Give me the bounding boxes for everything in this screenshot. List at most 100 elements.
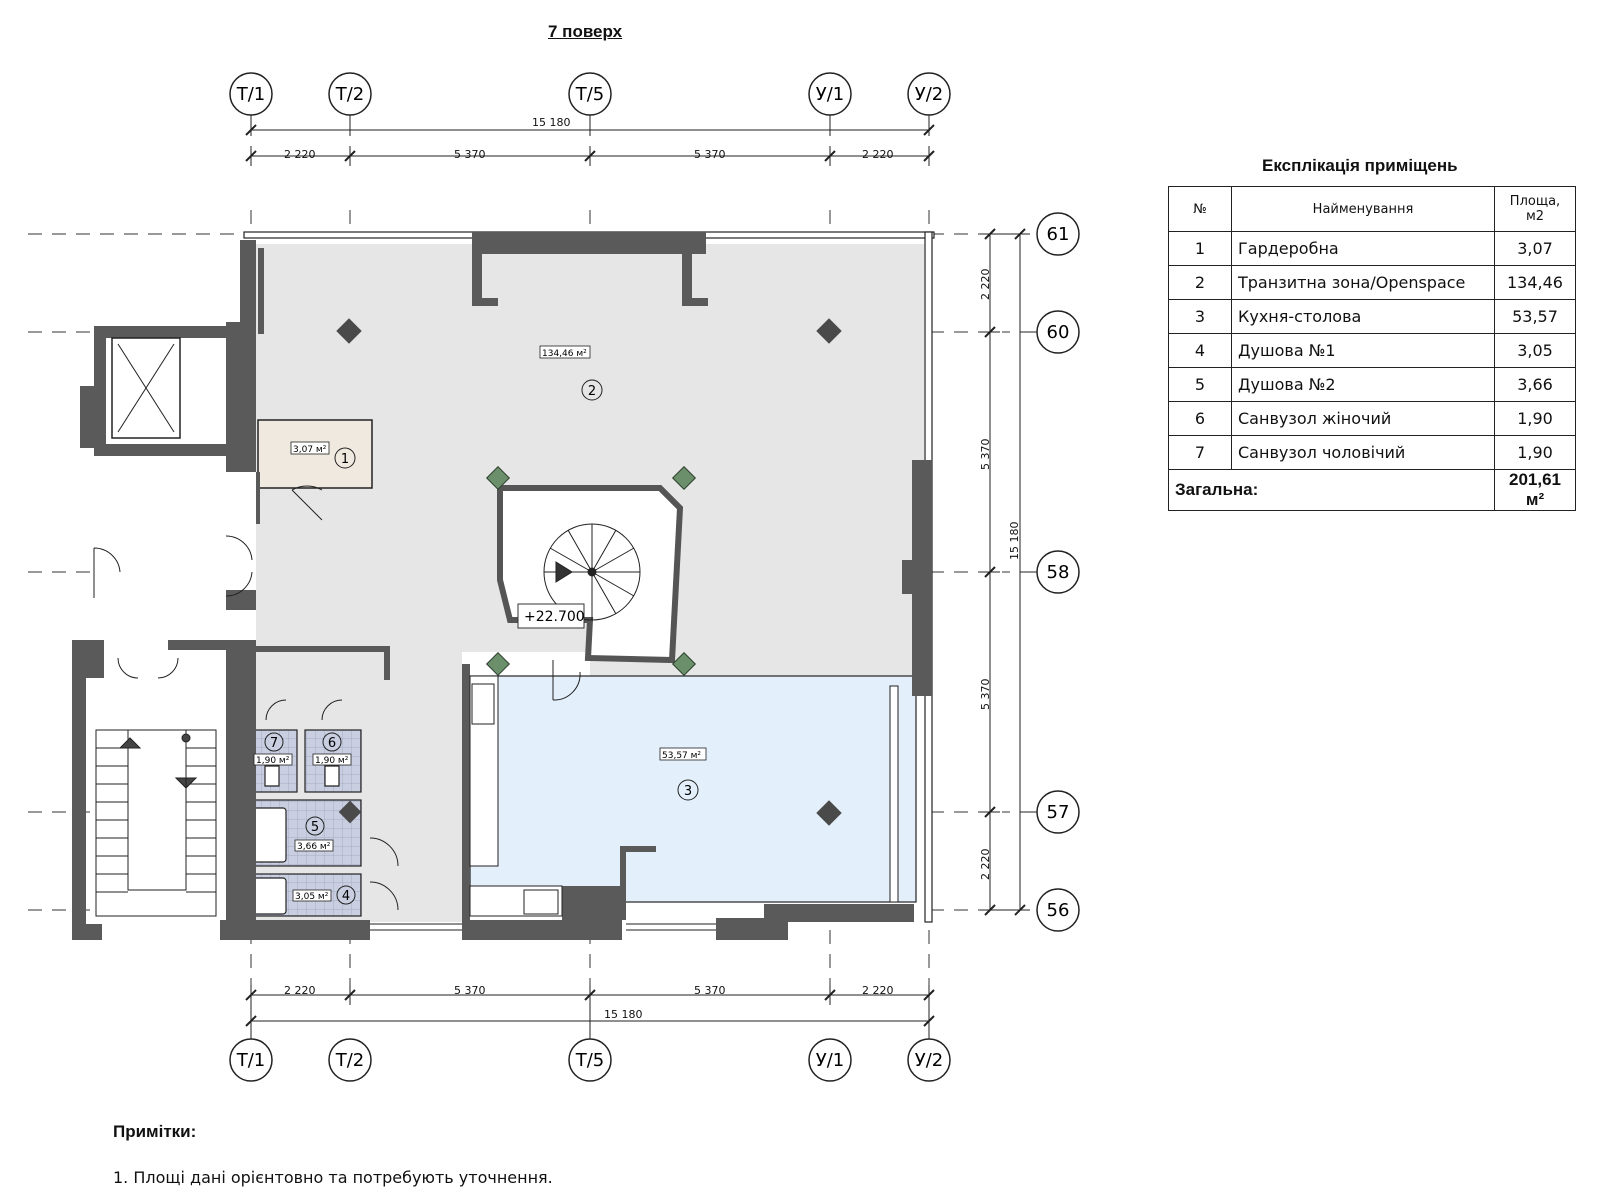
row-num: 2 — [1168, 265, 1232, 300]
dim-right-3: 5 370 — [979, 679, 992, 711]
total-value: 201,61 м² — [1494, 469, 1576, 511]
table-row: 3 Кухня-столова 53,57 — [1168, 299, 1576, 334]
dim-right-4: 2 220 — [979, 849, 992, 881]
total-label: Загальна: — [1168, 469, 1495, 511]
row-name: Душова №2 — [1231, 367, 1495, 402]
room-3-area: 53,57 м² — [662, 751, 701, 761]
columns — [336, 318, 842, 826]
table-row: 1 Гардеробна 3,07 — [1168, 231, 1576, 266]
windows — [370, 923, 716, 931]
table-header-row: № Найменування Площа, м2 — [1168, 186, 1576, 232]
table-row: 6 Санвузол жіночий 1,90 — [1168, 401, 1576, 436]
row-num: 7 — [1168, 435, 1232, 470]
dim-top-1: 2 220 — [284, 148, 316, 161]
axis-right-1: 61 — [1047, 224, 1070, 245]
table-total-row: Загальна: 201,61 м² — [1168, 469, 1576, 511]
axis-right-4: 57 — [1047, 802, 1070, 823]
room-5-area-box — [294, 839, 334, 852]
axis-bottom-1: Т/1 — [236, 1050, 266, 1071]
axis-bubbles-top — [229, 72, 951, 116]
kitchen-floor — [469, 675, 917, 903]
dim-right-total: 15 180 — [1008, 522, 1021, 561]
dim-bottom-4: 2 220 — [862, 984, 894, 997]
floor-plan: 15 180 2 220 5 370 5 370 2 220 2 220 5 3… — [28, 72, 1080, 1082]
table-row: 7 Санвузол чоловічий 1,90 — [1168, 435, 1576, 470]
row-num: 4 — [1168, 333, 1232, 368]
room-5-area: 3,66 м² — [297, 842, 331, 852]
room-4-area: 3,05 м² — [295, 892, 329, 902]
row-num: 5 — [1168, 367, 1232, 402]
axis-top-1: Т/1 — [236, 84, 266, 105]
explication-table: № Найменування Площа, м2 1 Гардеробна 3,… — [1168, 186, 1576, 511]
row-name: Санвузол жіночий — [1231, 401, 1495, 436]
room-6-number: 6 — [328, 736, 336, 751]
axis-top-5: У/2 — [915, 84, 944, 105]
axis-top-2: Т/2 — [335, 84, 365, 105]
dim-right-1: 2 220 — [979, 269, 992, 301]
walls — [72, 231, 935, 940]
row-name: Кухня-столова — [1231, 299, 1495, 334]
room-5-number: 5 — [311, 820, 319, 835]
room-6-area: 1,90 м² — [315, 756, 349, 766]
dim-bottom-3: 5 370 — [694, 984, 726, 997]
axis-bottom-4: У/1 — [816, 1050, 845, 1071]
dim-bottom-total: 15 180 — [604, 1008, 643, 1021]
header-num: № — [1168, 186, 1232, 232]
axis-right-3: 58 — [1047, 562, 1070, 583]
level-mark: +22.700 — [524, 609, 585, 625]
row-num: 6 — [1168, 401, 1232, 436]
row-area: 3,07 — [1494, 231, 1576, 266]
plan-title: 7 поверх — [548, 22, 623, 41]
spiral-stair — [543, 523, 641, 621]
axis-bottom-3: Т/5 — [575, 1050, 605, 1071]
axis-bubbles-right — [1020, 212, 1080, 932]
row-name: Санвузол чоловічий — [1231, 435, 1495, 470]
level-mark-box — [517, 603, 585, 629]
row-area: 1,90 — [1494, 401, 1576, 436]
dim-bottom-1: 2 220 — [284, 984, 316, 997]
room-2-area-box — [539, 345, 591, 359]
dim-right-2: 5 370 — [979, 439, 992, 471]
notes-title: Примітки: — [113, 1122, 197, 1141]
row-num: 1 — [1168, 231, 1232, 266]
row-area: 3,05 — [1494, 333, 1576, 368]
row-area: 134,46 — [1494, 265, 1576, 300]
table-row: 4 Душова №1 3,05 — [1168, 333, 1576, 368]
axis-bottom-5: У/2 — [915, 1050, 944, 1071]
room-1-number: 1 — [341, 452, 349, 467]
room-2-area: 134,46 м² — [542, 349, 587, 359]
header-area: Площа, м2 — [1494, 186, 1576, 232]
axis-top-4: У/1 — [816, 84, 845, 105]
axis-bubbles-bottom — [229, 1030, 951, 1082]
axis-top-3: Т/5 — [575, 84, 605, 105]
doors — [93, 485, 581, 911]
explication-title: Експлікація приміщень — [1262, 156, 1458, 175]
room-3-number: 3 — [684, 784, 692, 799]
dim-top-4: 2 220 — [862, 148, 894, 161]
note-item: 1. Площі дані орієнтовно та потребують у… — [113, 1168, 553, 1187]
room-1-area-box — [290, 441, 330, 455]
dim-bottom-2: 5 370 — [454, 984, 486, 997]
row-area: 1,90 — [1494, 435, 1576, 470]
room-1-area: 3,07 м² — [293, 445, 327, 455]
kitchen-fittings — [469, 675, 563, 917]
room-4-area-box — [292, 889, 332, 902]
axis-right-5: 56 — [1047, 900, 1070, 921]
room-2-number: 2 — [588, 384, 596, 399]
room-6-area-box — [312, 753, 352, 766]
dim-top-2: 5 370 — [454, 148, 486, 161]
table-row: 2 Транзитна зона/Openspace 134,46 — [1168, 265, 1576, 300]
header-name: Найменування — [1231, 186, 1495, 232]
room-7-area-box — [253, 753, 293, 766]
axis-right-2: 60 — [1047, 322, 1070, 343]
row-name: Транзитна зона/Openspace — [1231, 265, 1495, 300]
axis-bottom-2: Т/2 — [335, 1050, 365, 1071]
row-area: 53,57 — [1494, 299, 1576, 334]
row-area: 3,66 — [1494, 367, 1576, 402]
row-name: Гардеробна — [1231, 231, 1495, 266]
dim-top-3: 5 370 — [694, 148, 726, 161]
room-3-area-box — [659, 747, 707, 761]
room-7-area: 1,90 м² — [256, 756, 290, 766]
row-num: 3 — [1168, 299, 1232, 334]
room-4-number: 4 — [342, 889, 350, 904]
